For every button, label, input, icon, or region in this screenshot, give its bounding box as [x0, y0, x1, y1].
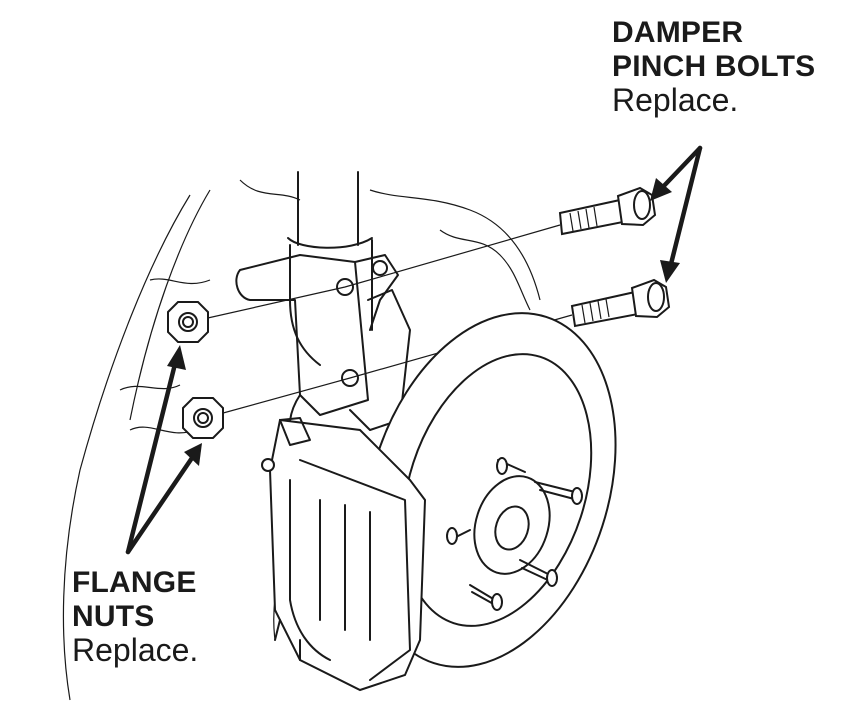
flange-nut-lower	[182, 397, 224, 439]
damper-strut	[287, 171, 373, 366]
flange-callout-line1: FLANGE	[72, 566, 197, 599]
damper-callout-line1: DAMPER	[612, 16, 744, 49]
damper-pinch-bolt-upper	[558, 186, 657, 236]
damper-callout-line2: PINCH BOLTS	[612, 49, 816, 83]
wheel-studs	[446, 457, 583, 611]
flange-callout-note: Replace.	[72, 632, 199, 669]
flange-callout-line2: NUTS	[72, 599, 155, 633]
damper-pinch-bolt-lower	[570, 278, 671, 328]
damper-pinch-bolts-callout: DAMPER PINCH BOLTS Replace.	[612, 16, 815, 119]
brake-caliper	[261, 417, 427, 692]
flange-nut-upper	[167, 301, 209, 343]
flange-nuts-callout: FLANGE NUTS Replace.	[72, 566, 198, 669]
flange-nuts-arrows	[125, 345, 202, 555]
damper-bolts-arrows	[650, 145, 703, 283]
damper-callout-note: Replace.	[612, 82, 739, 119]
